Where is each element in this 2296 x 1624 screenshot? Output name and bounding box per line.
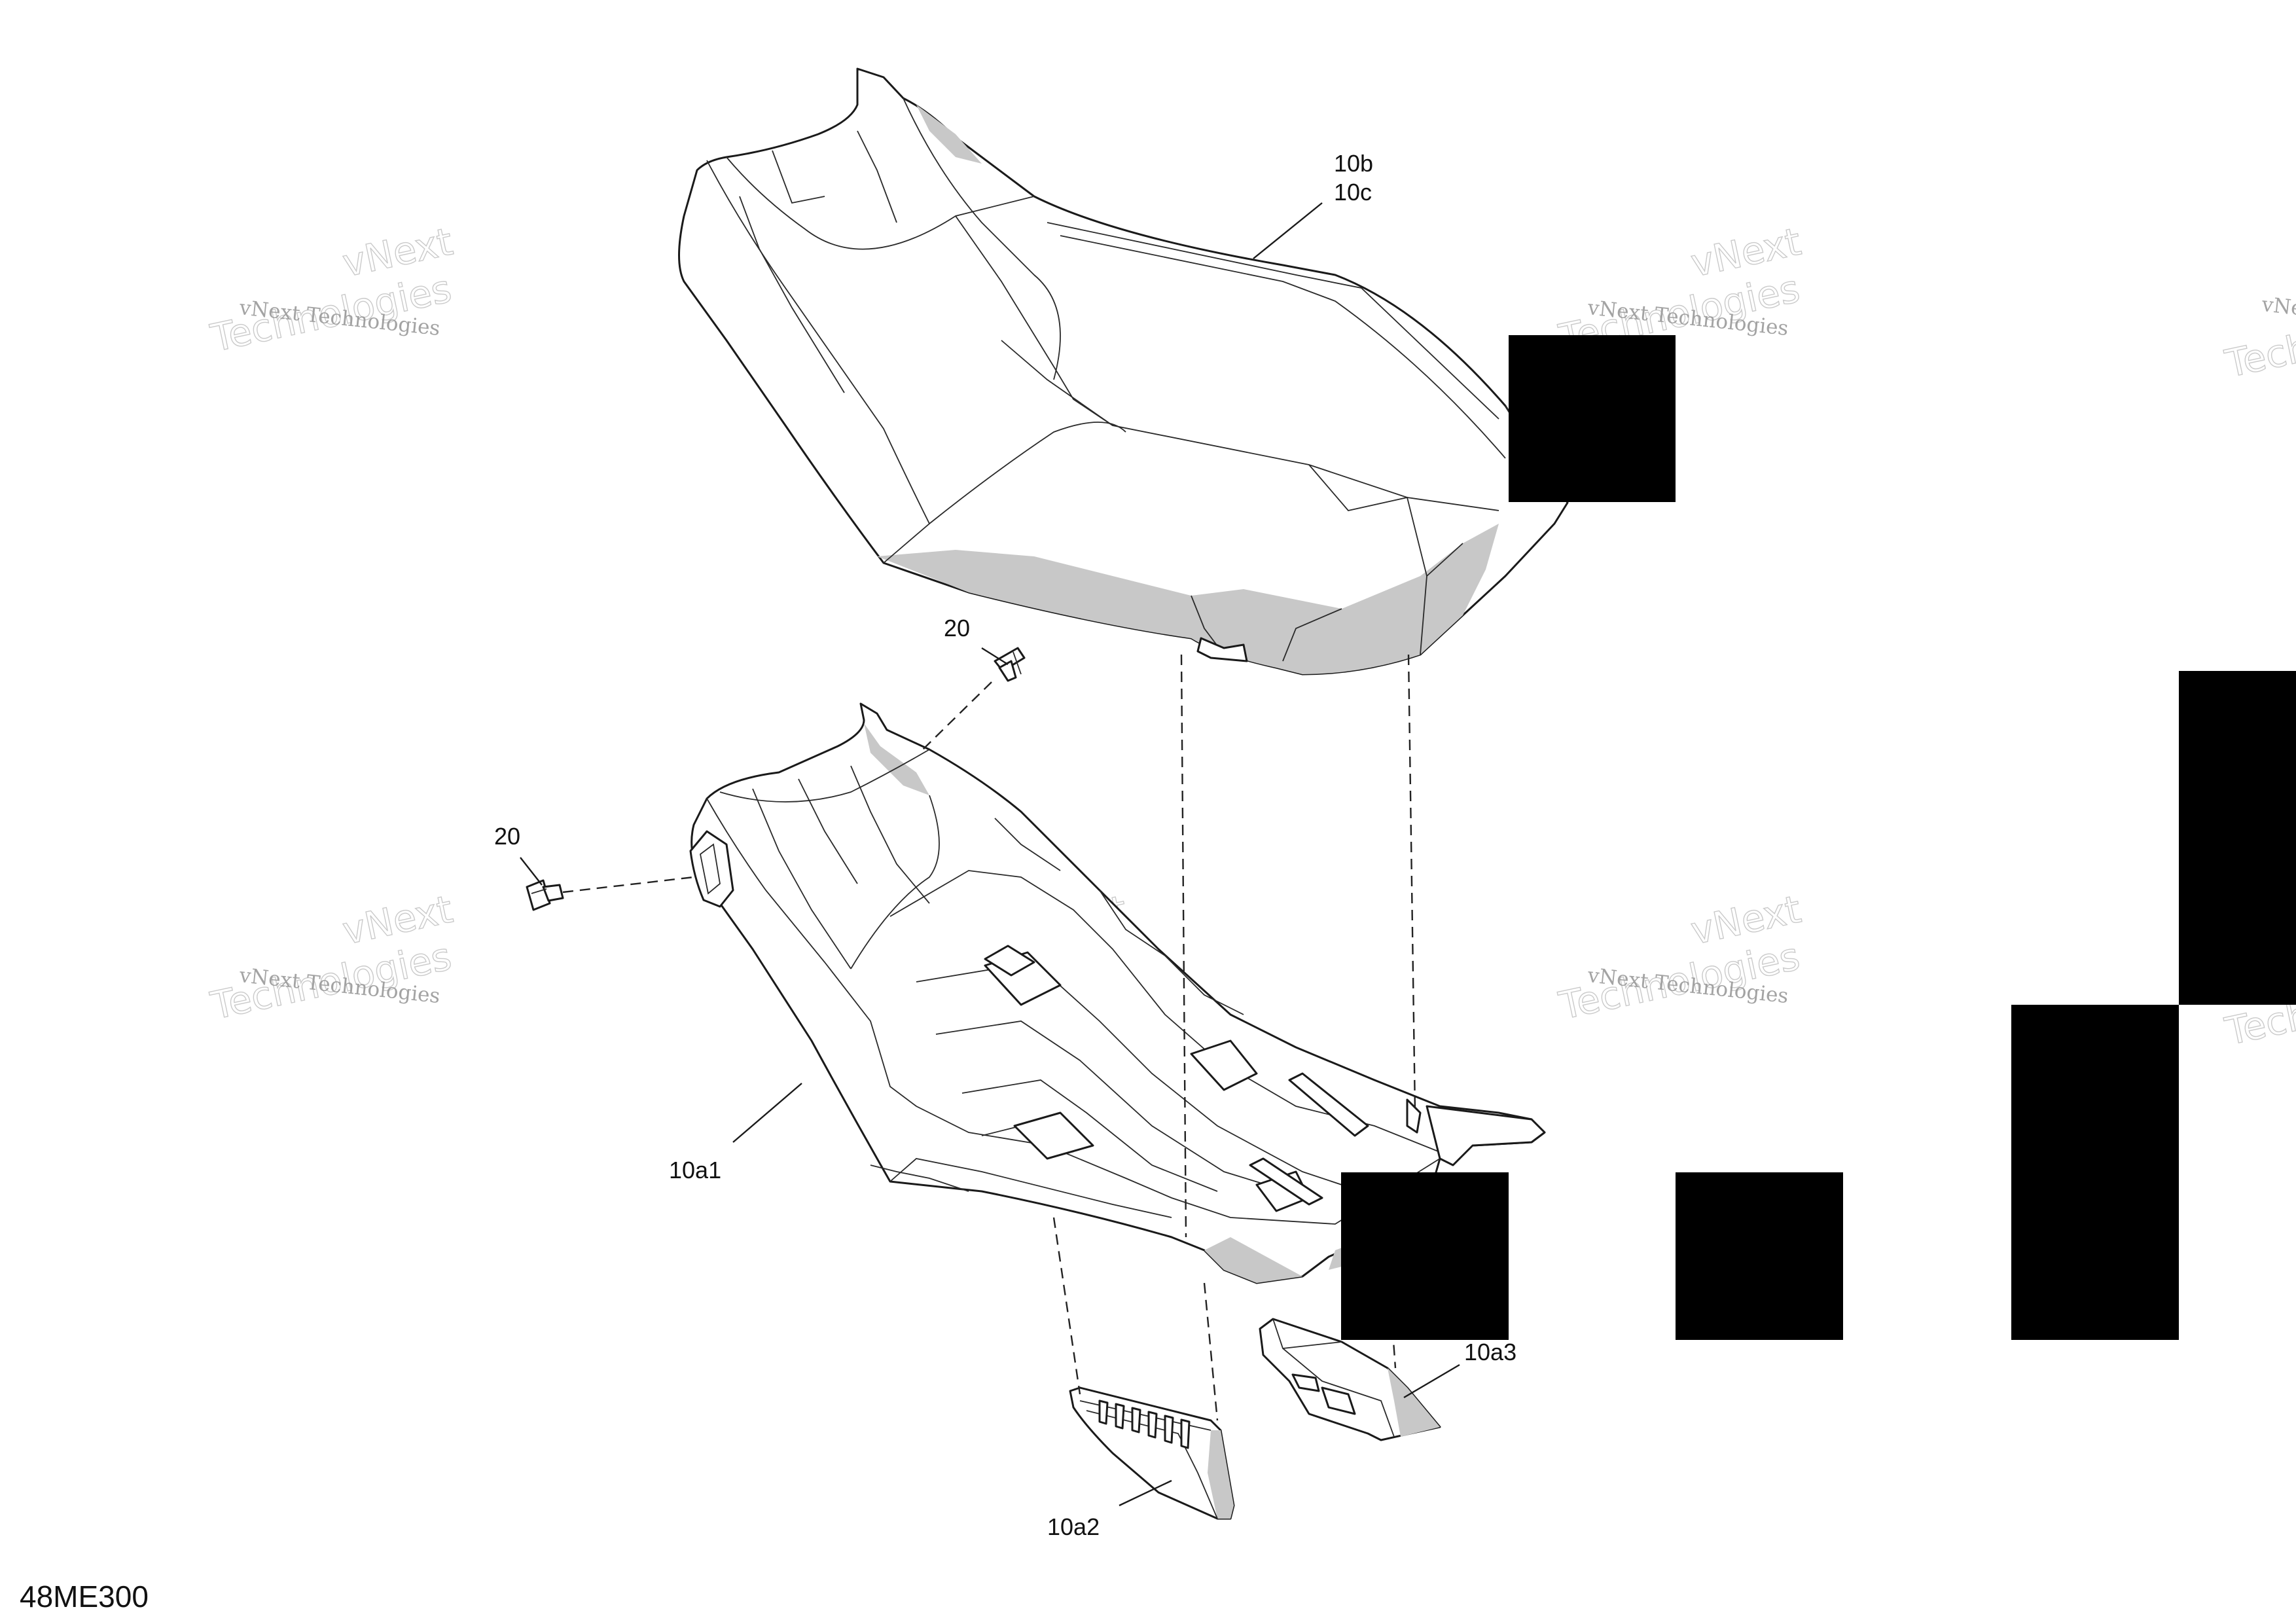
leader-lines — [520, 202, 1460, 1507]
redaction-block — [1676, 1172, 1843, 1340]
redaction-block — [1509, 335, 1676, 502]
screw-top — [994, 647, 1026, 682]
callout-10c: 10c — [1334, 179, 1372, 206]
watermark: vNext Technologies — [1554, 886, 1805, 1029]
redaction-block — [2179, 671, 2296, 1005]
callout-20-top: 20 — [944, 615, 970, 641]
callout-10a3: 10a3 — [1464, 1339, 1516, 1365]
callout-10a2: 10a2 — [1047, 1513, 1100, 1540]
redaction-block — [1341, 1172, 1509, 1340]
callout-20-left: 20 — [494, 823, 520, 850]
lower-seat-base — [689, 702, 1546, 1284]
screw-left — [526, 879, 564, 911]
upper-seat-cover — [678, 67, 1569, 676]
redaction-blocks — [1341, 335, 2296, 1340]
redaction-block — [2011, 1005, 2179, 1340]
callout-10b: 10b — [1334, 150, 1373, 177]
drawing-id: 48ME300 — [20, 1579, 149, 1614]
callout-10a1: 10a1 — [669, 1157, 721, 1183]
side-bracket — [1069, 1386, 1235, 1520]
watermark: vNext Technologies — [206, 886, 457, 1029]
watermark: vNext Technologies — [206, 219, 457, 361]
rear-bracket — [1259, 1318, 1441, 1441]
